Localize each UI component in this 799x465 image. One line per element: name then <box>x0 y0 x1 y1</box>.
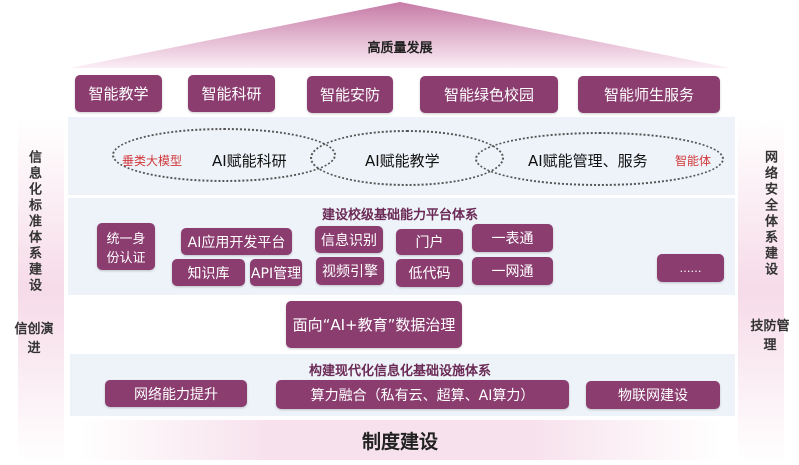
platform-box: 统一身份认证 <box>97 223 155 270</box>
ai-item: AI赋能教学 <box>365 152 440 170</box>
bottom-title: 制度建设 <box>361 431 438 453</box>
top-box: 智能教学 <box>75 75 162 112</box>
infra-box: 物联网建设 <box>586 381 720 409</box>
roof <box>70 2 730 68</box>
platform-title: 建设校级基础能力平台体系 <box>321 208 478 223</box>
platform-box: 视频引擎 <box>316 257 384 285</box>
platform-box: AI应用开发平台 <box>181 228 292 255</box>
infra-box: 算力融合（私有云、超算、AI算力） <box>276 380 569 409</box>
right-pillar-label-2: 技防管理 <box>750 319 790 353</box>
right-pillar-label: 网络安全体系建设 <box>762 150 777 278</box>
roof-title: 高质量发展 <box>367 41 433 56</box>
vertical-model-tag: 垂类大模型 <box>122 154 183 168</box>
top-box: 智能师生服务 <box>578 76 720 113</box>
infra-box: 网络能力提升 <box>105 380 247 407</box>
platform-box: 门户 <box>396 229 463 255</box>
top-box: 智能绿色校园 <box>420 76 558 113</box>
data-governance-box: 面向“AI+教育”数据治理 <box>286 301 462 348</box>
platform-box: 一表通 <box>472 224 553 252</box>
top-box: 智能安防 <box>307 76 393 113</box>
platform-box: 低代码 <box>396 259 463 287</box>
bottom-band <box>80 420 720 460</box>
right-pillar <box>738 118 784 463</box>
platform-box: API管理 <box>250 259 302 286</box>
platform-box: 知识库 <box>172 259 245 286</box>
left-pillar-label-2: 信创演进 <box>14 322 54 356</box>
platform-box: 一网通 <box>472 257 553 285</box>
left-pillar <box>18 118 64 463</box>
ellipse-right <box>475 132 724 186</box>
platform-box: 信息识别 <box>315 226 383 253</box>
agent-tag: 智能体 <box>675 154 712 168</box>
infra-title: 构建现代化信息化基础设施体系 <box>308 364 491 379</box>
ai-item: AI赋能管理、服务 <box>528 152 648 170</box>
left-pillar-label: 信息化标准体系建设 <box>26 150 41 294</box>
platform-box-more: …… <box>657 254 724 282</box>
top-box: 智能科研 <box>188 75 275 112</box>
ai-item: AI赋能科研 <box>212 152 287 170</box>
